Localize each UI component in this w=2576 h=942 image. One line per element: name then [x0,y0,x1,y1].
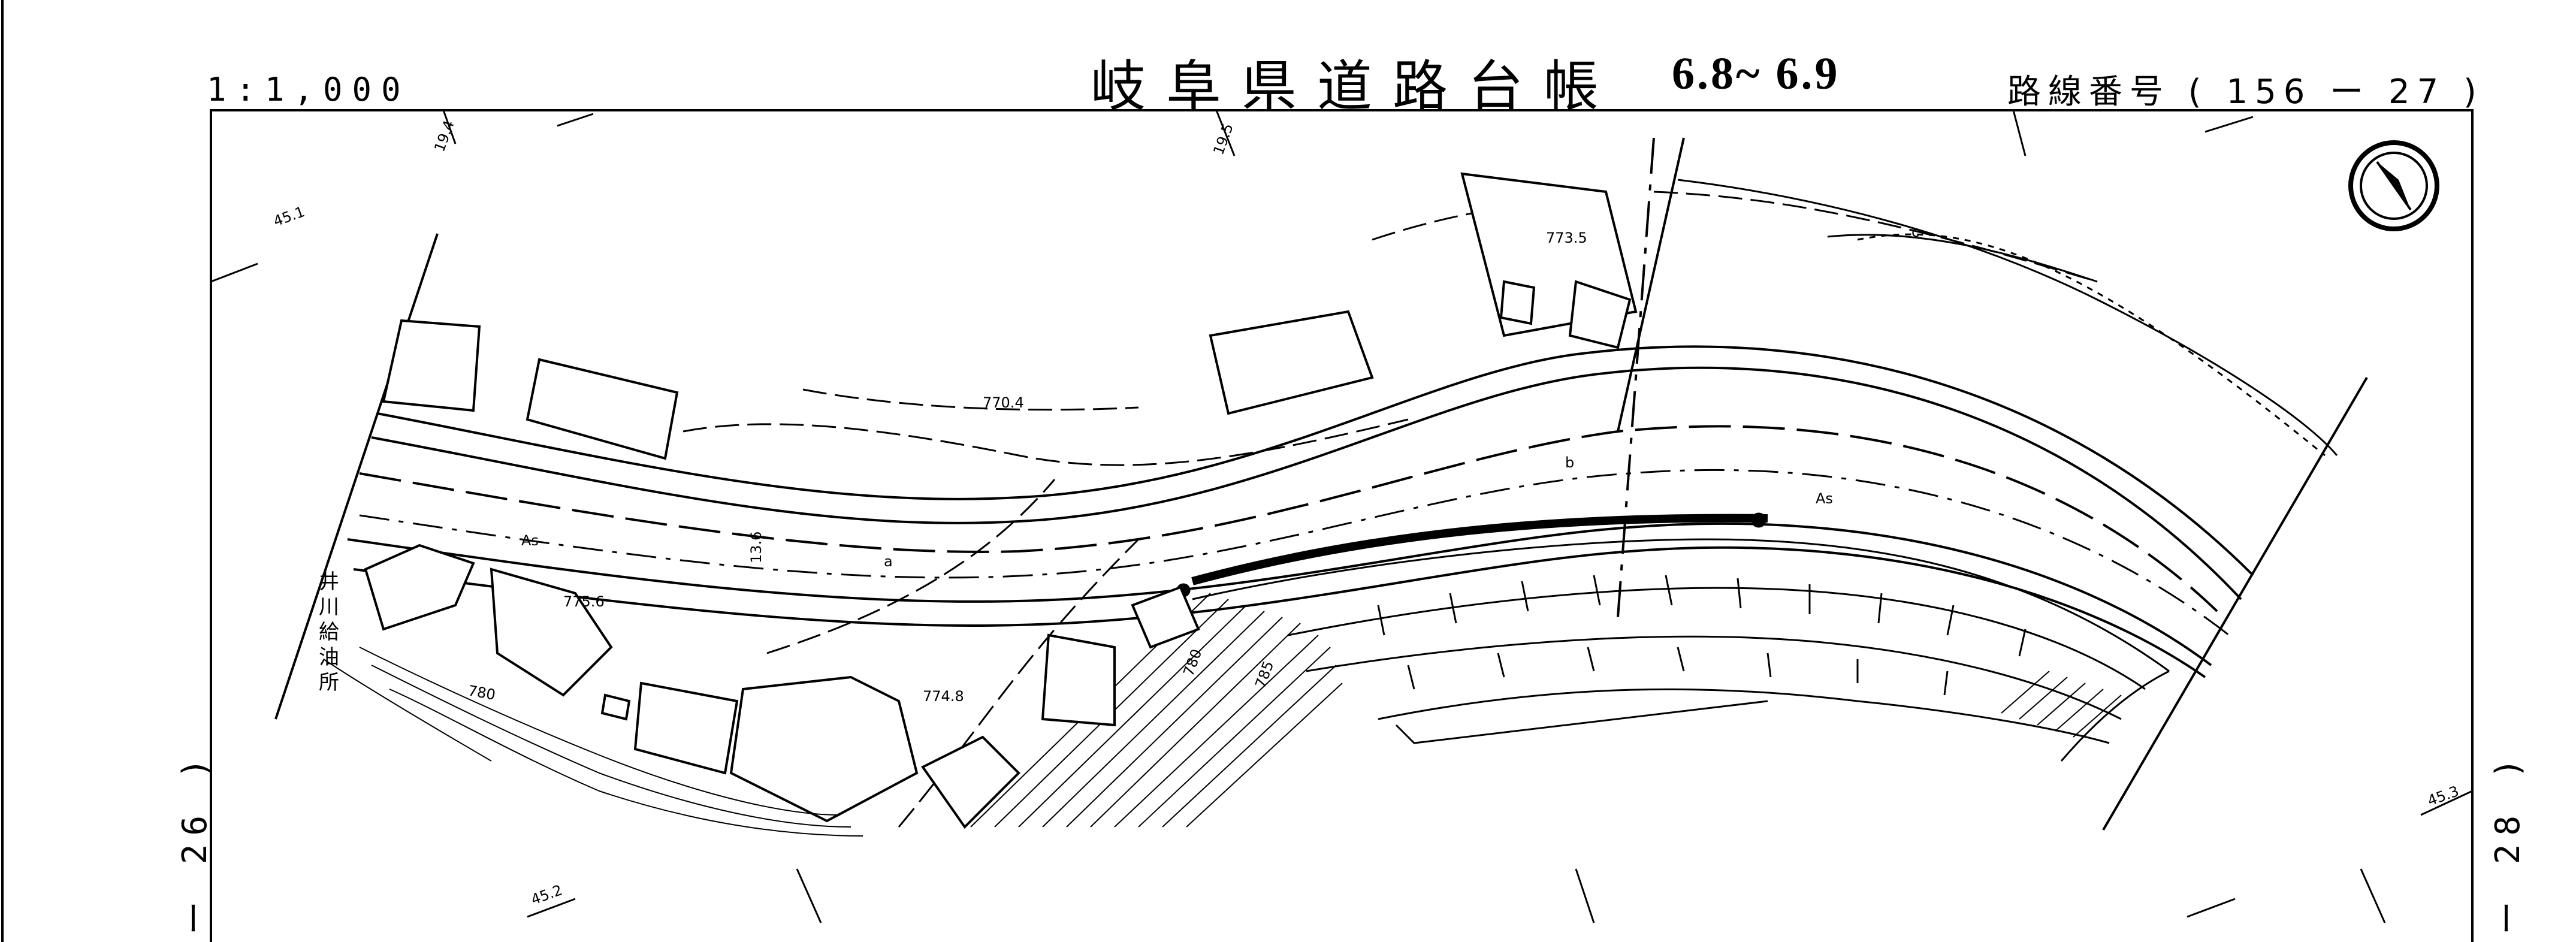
terrain-north [1677,179,2338,456]
road-centerline [359,469,2230,636]
building [1499,280,1536,325]
marker-label: c [1911,224,1919,240]
surface-label: As [1816,490,1833,507]
marker-label: a [884,553,893,570]
grid-ticks [210,110,2473,923]
gas-station-label: 井川給油所 [319,570,339,695]
elevation-label: 774.8 [923,688,964,705]
retaining-wall [1191,514,1768,585]
road-edges [347,345,2254,678]
building [1041,633,1116,727]
building [921,735,1020,829]
elevation-label: 780 [1180,647,1205,678]
road-width-label: 13.6 [748,532,765,563]
map-frame [210,109,2474,942]
survey-boundary [274,137,2368,831]
buildings [364,172,1638,829]
elevation-label: 785 [1252,659,1277,690]
grid-tick-label: 19.4 [431,118,458,154]
building [729,675,919,823]
slope-ticks [1377,575,2027,696]
building [633,681,739,775]
building [1568,280,1632,349]
building [526,358,679,460]
contours [323,647,863,837]
marker-label: b [1565,454,1574,471]
building [1209,310,1374,415]
grid-tick-label: 45.1 [271,203,307,230]
slope-area [1192,538,2170,762]
map-scale: 1:1,000 [207,71,410,108]
slope-hatching [970,593,2122,828]
building [382,319,481,412]
north-arrow-icon [2348,140,2439,231]
ledger-title: 岐阜県道路台帳 [1091,55,1620,119]
km-range: 6.8~ 6.9 [1672,49,1840,99]
building [1131,585,1200,649]
wall-end-marker [1751,512,1766,528]
elevation-label: 775.6 [563,593,605,610]
building [600,693,631,721]
route-number: 路線番号 ( 156 ー 27 ) [2007,73,2484,111]
building [364,544,475,631]
surface-label: As [521,532,539,549]
elevation-label: 770.4 [983,394,1024,411]
building [490,567,613,697]
elevation-label: 773.5 [1546,230,1587,246]
